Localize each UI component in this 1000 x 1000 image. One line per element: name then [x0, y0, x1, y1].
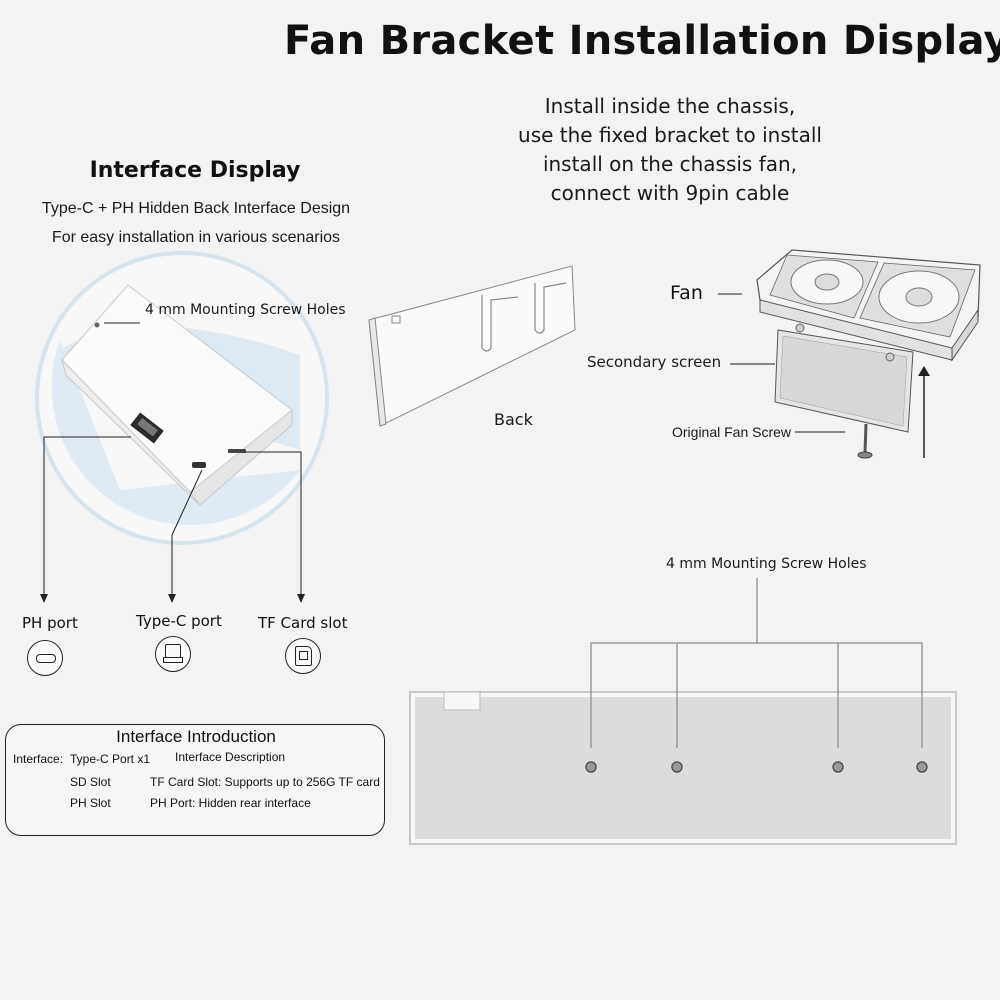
back-label: Back: [494, 410, 533, 429]
front-panel-drawing: [409, 578, 957, 845]
screw-hole-lines: [590, 578, 923, 748]
fan-callout-lines: [718, 293, 845, 433]
intro-row-3-col-2: PH Slot: [70, 796, 111, 810]
front-screw-holes-label: 4 mm Mounting Screw Holes: [666, 556, 867, 572]
intro-row-1-col-3: Interface Description: [175, 750, 286, 764]
closeup-screw-holes-label: 4 mm Mounting Screw Holes: [145, 302, 346, 318]
tf-card-slot-icon: [285, 638, 321, 674]
install-line-1: Install inside the chassis,: [544, 94, 796, 118]
intro-row-2-col-3: TF Card Slot: Supports up to 256G TF car…: [150, 775, 380, 789]
ph-port-label: PH port: [22, 614, 78, 632]
screw-holes: [585, 761, 928, 773]
interface-subtitle-line-2: For easy installation in various scenari…: [51, 229, 341, 246]
intro-row-3-col-3: PH Port: Hidden rear interface: [150, 796, 311, 810]
install-instructions: Install inside the chassis, use the fixe…: [470, 92, 870, 208]
install-line-2: use the fixed bracket to install: [518, 123, 822, 147]
type-c-port-label: Type-C port: [136, 612, 222, 630]
install-line-3: install on the chassis fan,: [542, 152, 798, 176]
fan-assembly-drawing: [756, 249, 981, 459]
page-title: Fan Bracket Installation Display: [284, 18, 1000, 64]
intro-row-1-col-2: Type-C Port x1: [70, 752, 151, 766]
interface-display-subtitle: Type-C + PH Hidden Back Interface Design…: [0, 194, 392, 252]
tf-card-slot-label: TF Card slot: [258, 614, 348, 632]
secondary-screen-label: Secondary screen: [587, 353, 722, 371]
intro-row-1-col-1: Interface:: [13, 752, 64, 766]
original-fan-screw-label: Original Fan Screw: [672, 424, 792, 440]
fan-label: Fan: [670, 282, 703, 304]
interface-display-heading: Interface Display: [89, 158, 301, 183]
ph-port-icon: [27, 640, 63, 676]
interface-closeup: [35, 251, 329, 545]
interface-introduction-title: Interface Introduction: [116, 727, 276, 746]
interface-introduction-box: Interface Introduction Interface: Type-C…: [5, 724, 385, 836]
callout-arrowheads: [40, 594, 305, 603]
interface-subtitle-line-1: Type-C + PH Hidden Back Interface Design: [41, 200, 351, 217]
port-callout-lines: [43, 322, 302, 598]
back-bracket-drawing: [368, 265, 576, 427]
install-line-4: connect with 9pin cable: [550, 181, 790, 205]
type-c-port-icon: [155, 636, 191, 672]
intro-row-2-col-2: SD Slot: [70, 775, 111, 789]
